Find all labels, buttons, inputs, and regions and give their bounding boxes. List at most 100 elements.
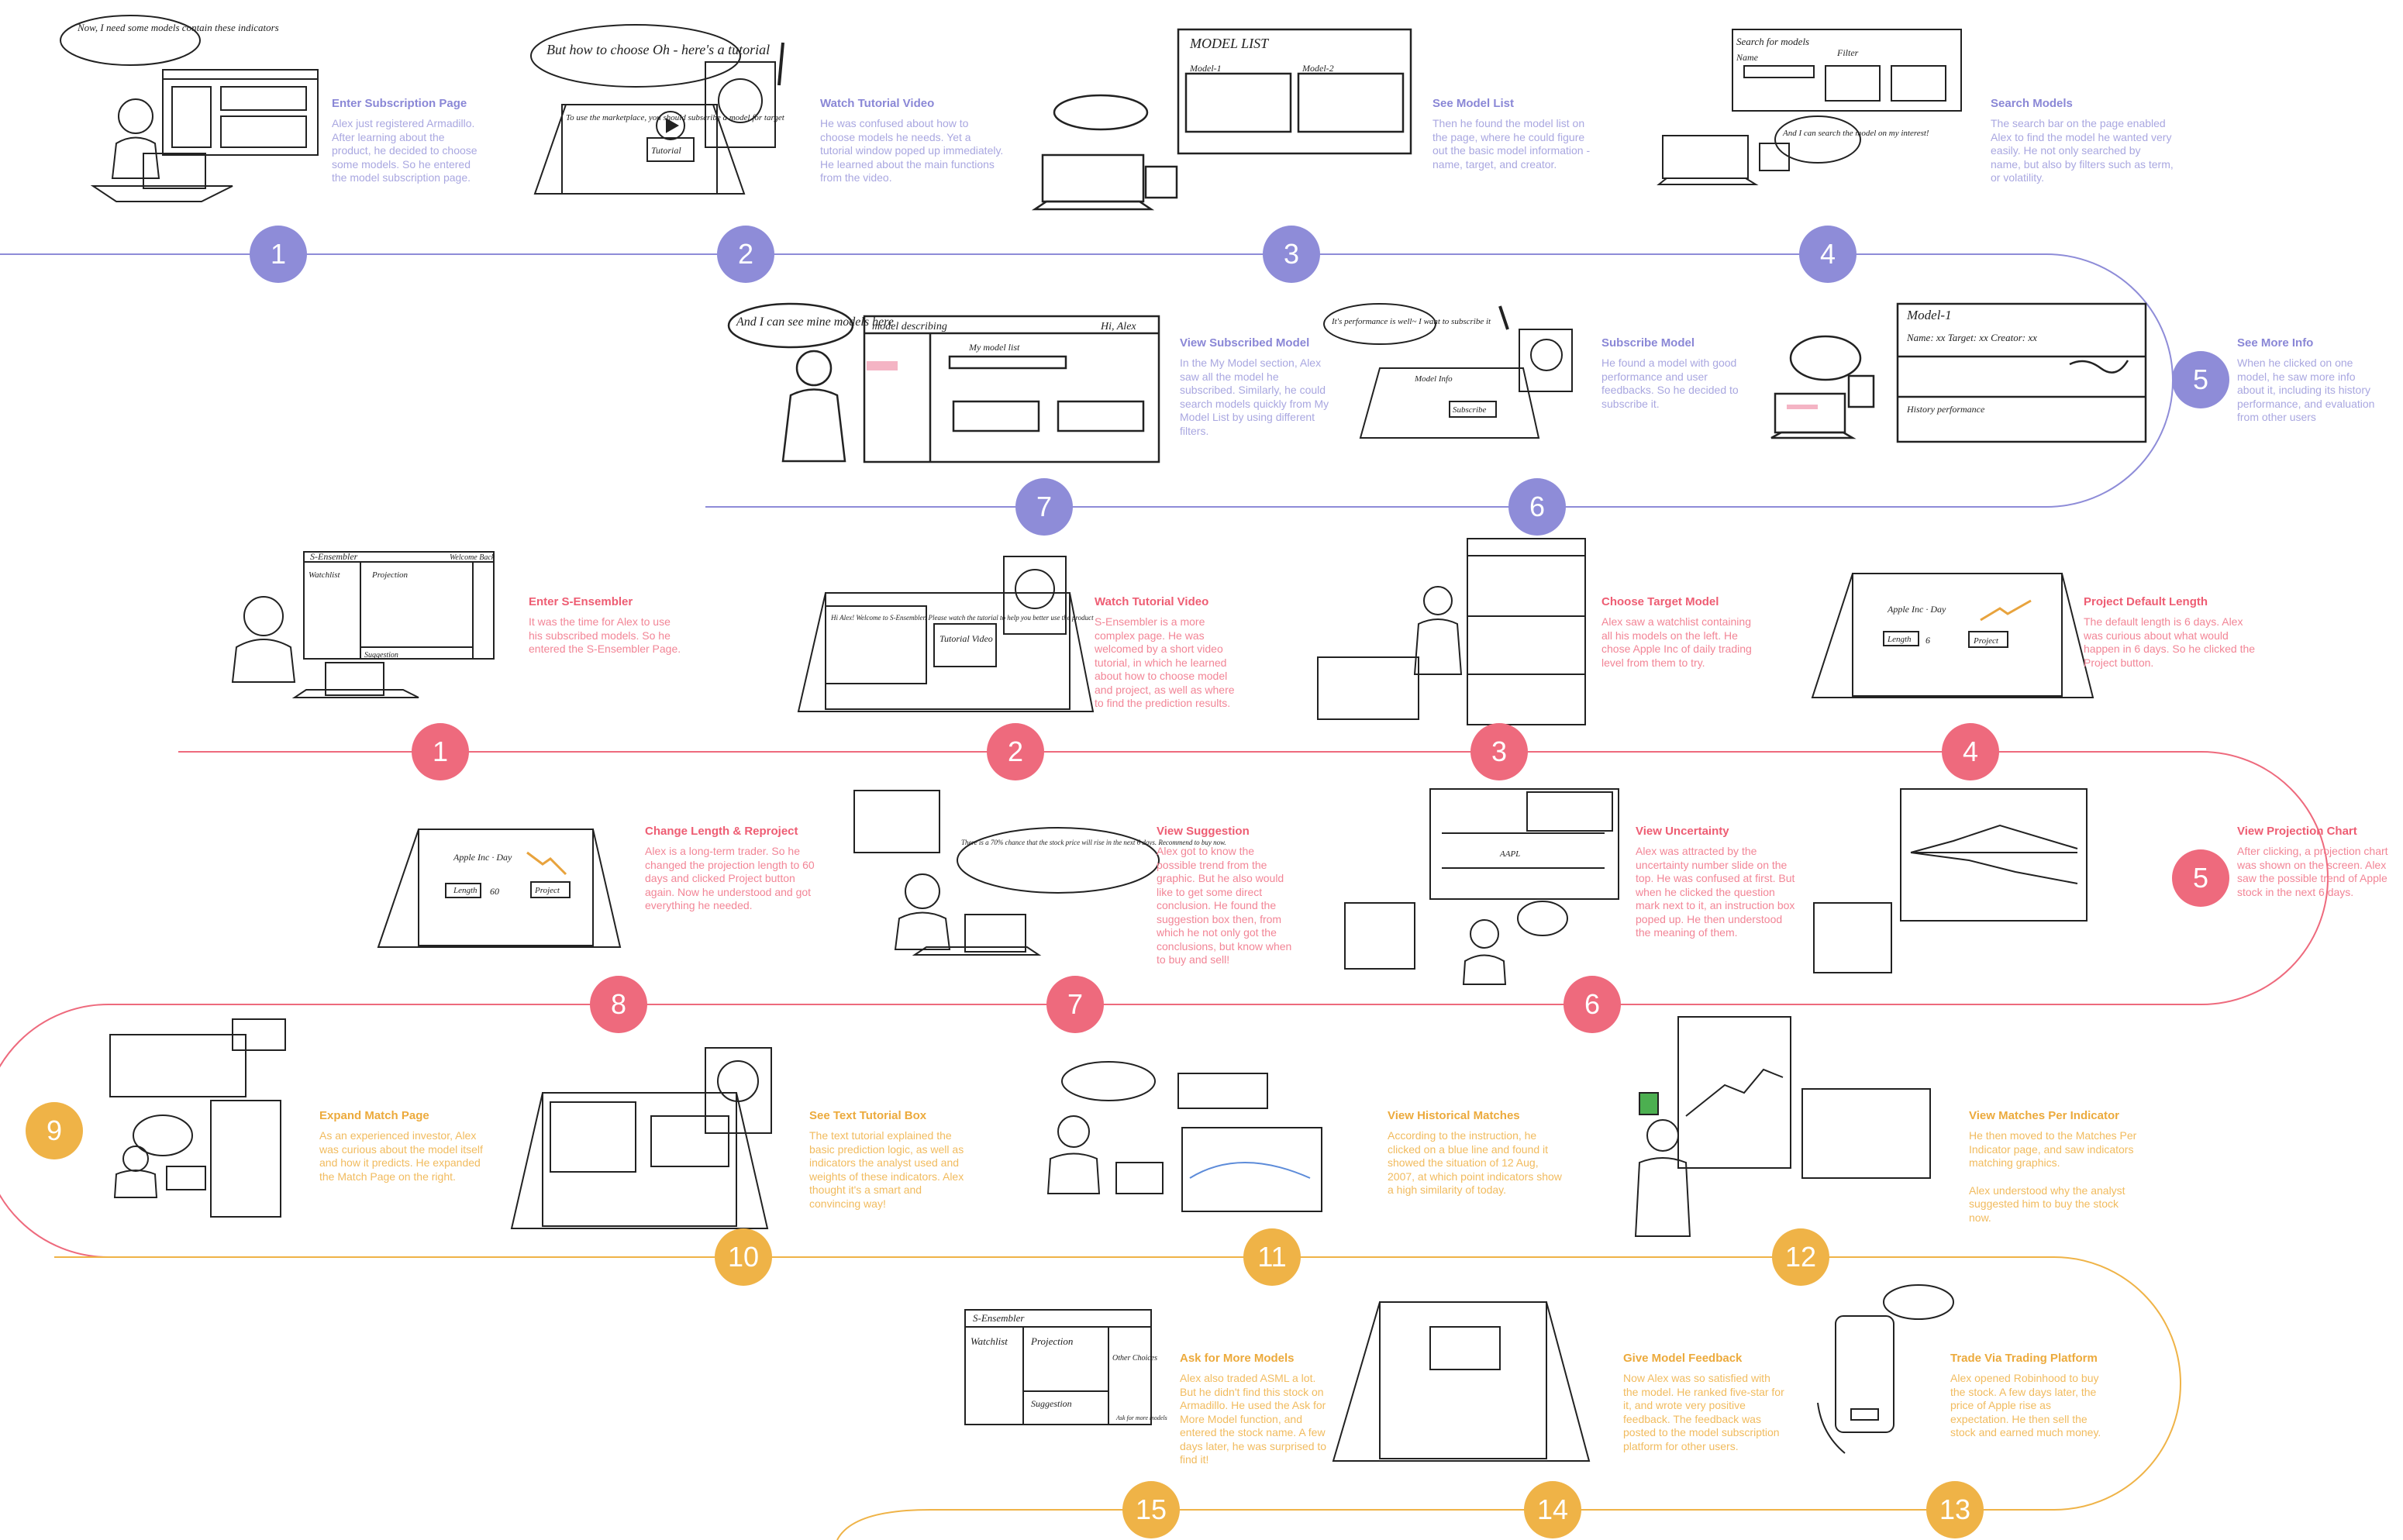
search-models-text: Search for models [1736, 36, 1809, 47]
step-title: Watch Tutorial Video [1095, 595, 1209, 608]
step-o14: Give Model Feedback Now Alex was so sati… [1623, 1351, 1786, 1453]
watchlist-o15-text: Watchlist [971, 1335, 1008, 1347]
step-desc: The default length is 6 days. Alex was c… [2084, 615, 2256, 669]
sketch-o11 [1046, 1061, 1322, 1212]
orange-path [54, 1256, 2181, 1540]
step-desc: After clicking, a projection chart was s… [2237, 845, 2388, 898]
step-desc: Alex just registered Armadillo. After le… [332, 117, 477, 184]
step-desc: The search bar on the page enabled Alex … [1991, 117, 2174, 184]
step-title: View Historical Matches [1388, 1109, 1520, 1122]
step-marker-o13: 13 [1926, 1481, 1984, 1538]
other-choices-text: Other Choices [1112, 1354, 1157, 1363]
step-marker-p5: 5 [2172, 351, 2229, 408]
subscribe-text: Subscribe [1453, 405, 1487, 415]
step-marker-o15: 15 [1122, 1481, 1180, 1538]
step-title: Give Model Feedback [1623, 1352, 1743, 1365]
pink-path [0, 751, 2329, 1258]
s-ensembler-text: S-Ensembler [310, 551, 358, 562]
screen-p2-text: To use the marketplace, you should subsc… [566, 113, 785, 122]
step-marker-o12: 12 [1772, 1228, 1829, 1286]
step-desc: It was the time for Alex to use his subs… [529, 615, 681, 655]
step-marker-p1: 1 [250, 226, 307, 283]
step-p4: Search Models The search bar on the page… [1991, 96, 2174, 185]
step-title: View Projection Chart [2237, 825, 2357, 838]
aapl-text: AAPL [1499, 849, 1520, 859]
welcome-screen-text: Hi Alex! Welcome to S-Ensembler. Please … [830, 614, 1094, 622]
step-marker-r1: 1 [412, 723, 469, 780]
sketch-o9 [109, 1018, 286, 1218]
name-target-creator-text: Name: xx Target: xx Creator: xx [1906, 332, 2037, 343]
step-o15: Ask for More Models Alex also traded ASM… [1180, 1351, 1335, 1467]
step-title: See Model List [1432, 97, 1515, 110]
model-list-text: MODEL LIST [1189, 36, 1270, 51]
step-o13: Trade Via Trading Platform Alex opened R… [1950, 1351, 2105, 1440]
step-title: Expand Match Page [319, 1109, 429, 1122]
sketch-p5 [1770, 302, 2147, 443]
len60-text: 60 [490, 886, 499, 897]
step-desc: Alex also traded ASML a lot. But he didn… [1180, 1372, 1327, 1466]
apple-day-r8-text: Apple Inc · Day [453, 852, 512, 863]
step-o11: View Historical Matches According to the… [1388, 1108, 1566, 1197]
step-p2: Watch Tutorial Video He was confused abo… [820, 96, 1006, 185]
step-r1: Enter S-Ensembler It was the time for Al… [529, 594, 684, 656]
bubble-p7-text: And I can see mine models here [736, 315, 894, 329]
step-r2: Watch Tutorial Video S-Ensembler is a mo… [1095, 594, 1242, 711]
step-title: View Matches Per Indicator [1969, 1109, 2119, 1122]
step-marker-r4: 4 [1942, 723, 1999, 780]
step-r5: View Projection Chart After clicking, a … [2237, 824, 2392, 899]
step-desc: He found a model with good performance a… [1601, 357, 1739, 410]
step-marker-p2: 2 [717, 226, 774, 283]
model-describing-text: model describing [872, 321, 947, 332]
step-desc: When he clicked on one model, he saw mor… [2237, 357, 2375, 423]
length-r8-text: Length [453, 886, 477, 895]
step-title: Enter Subscription Page [332, 97, 467, 110]
step-desc: Now Alex was so satisfied with the model… [1623, 1372, 1784, 1452]
model-info-text: Model Info [1414, 374, 1453, 384]
history-performance-text: History performance [1906, 404, 1985, 415]
bubble-p6-text: It's performance is well~ I want to subs… [1331, 317, 1491, 326]
sketch-r7 [853, 790, 1160, 956]
sketch-r2 [797, 556, 1095, 712]
step-marker-r8: 8 [590, 976, 647, 1033]
step-title: Ask for More Models [1180, 1352, 1295, 1365]
sketch-p4 [1657, 29, 1962, 185]
step-title: View Suggestion [1157, 825, 1250, 838]
step-marker-o14: 14 [1524, 1481, 1581, 1538]
step-r6: View Uncertainty Alex was attracted by t… [1636, 824, 1798, 940]
step-p3: See Model List Then he found the model l… [1432, 96, 1595, 171]
step-p5: See More Info When he clicked on one mod… [2237, 336, 2384, 425]
step-desc: Alex saw a watchlist containing all his … [1601, 615, 1752, 669]
tutorial-button-text: Tutorial [651, 145, 681, 156]
step-desc: Alex got to know the possible trend from… [1157, 845, 1292, 966]
step-desc: According to the instruction, he clicked… [1388, 1129, 1562, 1196]
step-r7: View Suggestion Alex got to know the pos… [1157, 824, 1296, 967]
filter-label-text: Filter [1836, 47, 1859, 58]
step-marker-o11: 11 [1243, 1228, 1301, 1286]
step-title: Trade Via Trading Platform [1950, 1352, 2098, 1365]
step-marker-o10: 10 [715, 1228, 772, 1286]
step-title: View Subscribed Model [1180, 336, 1310, 350]
step-marker-r2: 2 [987, 723, 1044, 780]
model1-text: Model-1 [1189, 63, 1222, 74]
suggestion-text: Suggestion [364, 651, 398, 660]
step-marker-r7: 7 [1046, 976, 1104, 1033]
my-model-list-text: My model list [968, 342, 1020, 353]
ask-more-text: Ask for more models [1115, 1414, 1167, 1421]
step-r3: Choose Target Model Alex saw a watchlist… [1601, 594, 1757, 670]
sketch-p6 [1323, 303, 1573, 439]
project-r8-text: Project [534, 886, 560, 895]
sketch-p7 [727, 302, 1160, 463]
step-desc: Then he found the model list on the page… [1432, 117, 1591, 171]
step-desc: The text tutorial explained the basic pr… [809, 1129, 964, 1210]
step-title: Enter S-Ensembler [529, 595, 633, 608]
step-o10: See Text Tutorial Box The text tutorial … [809, 1108, 964, 1211]
project-r4-text: Project [1973, 636, 1999, 646]
step-desc: Alex opened Robinhood to buy the stock. … [1950, 1372, 2101, 1438]
apple-day-r4-text: Apple Inc · Day [1887, 604, 1946, 615]
sketch-o13 [1817, 1284, 1954, 1454]
step-r4: Project Default Length The default lengt… [2084, 594, 2262, 670]
sketch-o10 [510, 1047, 772, 1229]
bubble-p1-text: Now, I need some models contain these in… [77, 22, 279, 33]
sketch-o14 [1332, 1301, 1591, 1462]
